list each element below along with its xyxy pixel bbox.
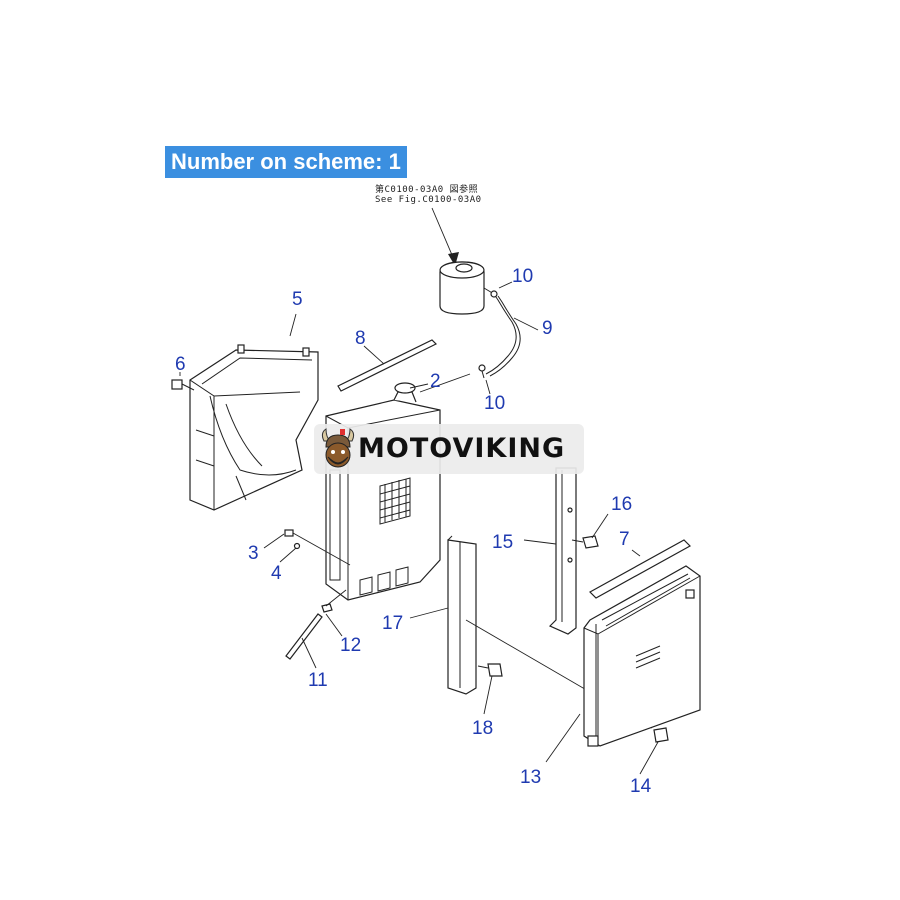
- reference-arrow: [431, 207, 459, 266]
- callout-4: 4: [271, 563, 282, 584]
- fan-shroud: [189, 344, 319, 511]
- callout-10-upper: 10: [512, 266, 534, 287]
- seal-strip: [337, 339, 438, 392]
- callout-18: 18: [472, 718, 494, 739]
- callout-9: 9: [542, 318, 553, 339]
- drain-cock: [284, 529, 351, 566]
- figure-reference-jp: 第C0100-03A0 図参照: [375, 185, 479, 195]
- callout-16: 16: [611, 494, 633, 515]
- callout-15: 15: [492, 532, 514, 553]
- callout-7: 7: [619, 529, 630, 550]
- bolt-6: [171, 379, 195, 391]
- callout-11: 11: [308, 670, 328, 691]
- seal-7: [589, 539, 691, 599]
- radiator: [325, 382, 441, 601]
- callout-13: 13: [520, 767, 542, 788]
- callout-6: 6: [175, 354, 186, 375]
- callout-leaders: [179, 281, 659, 775]
- callout-3: 3: [248, 543, 259, 564]
- drain-hose: [285, 589, 347, 660]
- watermark-brand-text: MOTOVIKING: [358, 433, 566, 464]
- bracket-15: [548, 467, 577, 635]
- bolt-18: [477, 663, 503, 677]
- callout-14: 14: [630, 776, 652, 797]
- motoviking-watermark: MOTOVIKING: [314, 424, 584, 474]
- callout-5: 5: [292, 289, 303, 310]
- callout-2: 2: [430, 371, 441, 392]
- oil-cooler: [583, 565, 701, 747]
- bolt-16: [571, 535, 599, 549]
- reserve-tank: [439, 261, 495, 315]
- callout-17: 17: [382, 613, 404, 634]
- scheme-number-banner: Number on scheme: 1: [165, 146, 407, 178]
- bolt-14: [653, 727, 669, 743]
- figure-reference-en: See Fig.C0100-03A0: [375, 195, 482, 205]
- callout-10-lower: 10: [484, 393, 506, 414]
- overflow-hose: [419, 290, 521, 393]
- callout-12: 12: [340, 635, 362, 656]
- viking-helmet-icon: [321, 428, 355, 468]
- callout-8: 8: [355, 328, 366, 349]
